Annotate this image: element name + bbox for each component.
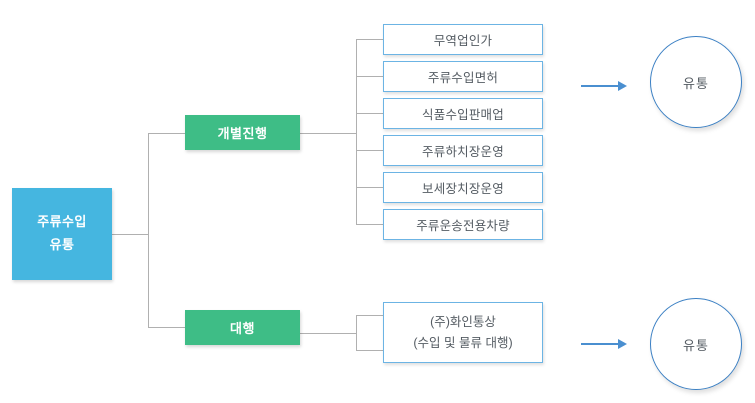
- root-label-line-2: 유통: [49, 237, 75, 252]
- connector-item-stub-3: [356, 113, 384, 114]
- connector-trunk-to-individual: [148, 133, 186, 134]
- connector-item-stub-2: [356, 76, 384, 77]
- connector-items-trunk: [356, 39, 357, 225]
- arrow-to-distribution-bottom: [581, 339, 627, 349]
- connector-item-stub-4: [356, 150, 384, 151]
- connector-individual-to-items-trunk: [300, 133, 357, 134]
- connector-item-stub-5: [356, 187, 384, 188]
- connector-item-stub-6: [356, 224, 384, 225]
- connector-agency-to-bracket: [300, 333, 357, 334]
- item-label-2: 주류수입면허: [427, 71, 499, 85]
- item-label-3: 식품수입판매업: [422, 108, 504, 122]
- root-label-line-1: 주류수입: [37, 214, 87, 230]
- agency-company-name: (주)화인통상: [430, 314, 496, 329]
- item-label-4: 주류하치장운영: [422, 145, 504, 159]
- connector-item-stub-1: [356, 39, 384, 40]
- connector-trunk-to-agency: [148, 327, 186, 328]
- item-label-6: 주류운송전용차량: [416, 219, 510, 233]
- item-label-5: 보세장치장운영: [422, 182, 504, 196]
- branch-node-individual: 개별진행: [185, 115, 300, 150]
- arrow-head: [618, 81, 627, 91]
- agency-company-scope: (수입 및 물류 대행): [413, 335, 513, 350]
- item-label-1: 무역업인가: [433, 34, 493, 48]
- connector-agency-stub-top: [356, 315, 384, 316]
- connector-agency-bracket: [356, 315, 357, 351]
- connector-agency-stub-bottom: [356, 350, 384, 351]
- root-node-liquor-import-distribution: 주류수입 유통: [12, 188, 112, 280]
- result-label-bottom: 유통: [683, 337, 709, 353]
- agency-detail-box: (주)화인통상 (수입 및 물류 대행): [383, 302, 543, 363]
- arrow-shaft: [581, 343, 619, 345]
- result-label-top: 유통: [683, 75, 709, 91]
- item-box-food-import-sales: 식품수입판매업: [383, 98, 543, 129]
- arrow-to-distribution-top: [581, 81, 627, 91]
- item-box-bonded-warehouse: 보세장치장운영: [383, 172, 543, 203]
- branch-individual-label: 개별진행: [217, 126, 268, 141]
- connector-root-to-trunk: [112, 234, 149, 235]
- arrow-shaft: [581, 85, 619, 87]
- connector-branch-trunk: [148, 133, 149, 328]
- branch-agency-label: 대행: [230, 321, 255, 336]
- result-circle-distribution-bottom: 유통: [650, 298, 742, 390]
- branch-node-agency: 대행: [185, 310, 300, 345]
- arrow-head: [618, 339, 627, 349]
- item-box-liquor-unloading-yard: 주류하치장운영: [383, 135, 543, 166]
- result-circle-distribution-top: 유통: [650, 36, 742, 128]
- item-box-liquor-transport-vehicle: 주류운송전용차량: [383, 209, 543, 240]
- item-box-liquor-import-license: 주류수입면허: [383, 61, 543, 92]
- item-box-trade-business-license: 무역업인가: [383, 24, 543, 55]
